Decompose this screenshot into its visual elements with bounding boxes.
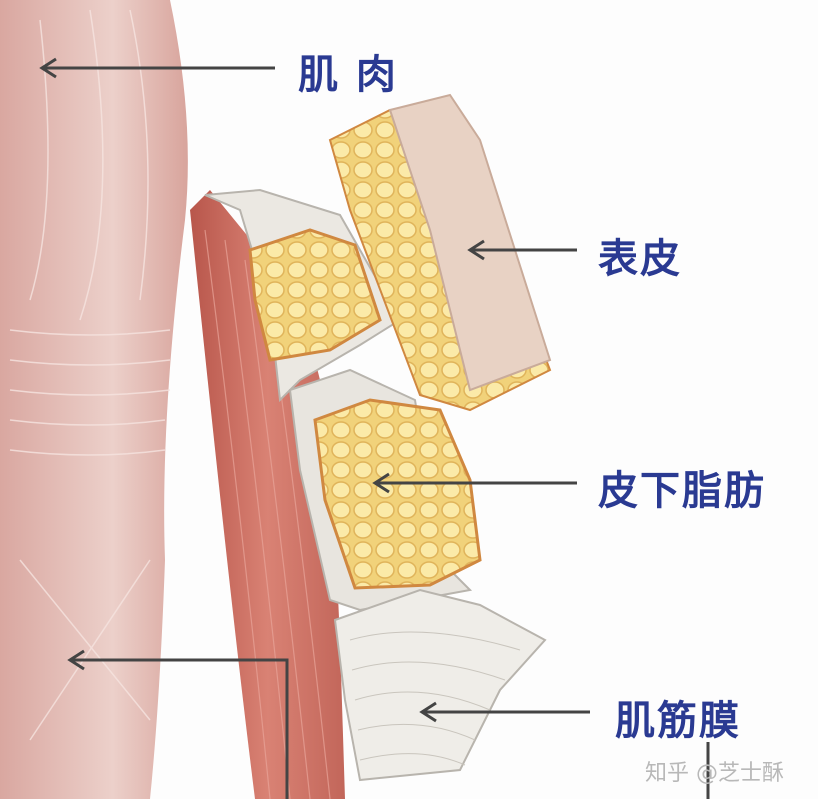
leg-muscle [0,0,188,799]
epidermis-surface [388,93,552,392]
label-fascia: 肌筋膜 [615,698,741,744]
fascia-lower [333,588,547,782]
label-epidermis: 表皮 [598,236,682,282]
label-muscle: 肌 肉 [298,52,398,98]
label-subcutaneous-fat: 皮下脂肪 [598,468,766,514]
fat-block-left [248,228,382,362]
fat-block-middle [313,398,482,590]
watermark: 知乎 @芝士酥 [645,761,784,786]
arrow-fat [372,472,577,494]
arrow-epidermis [467,239,577,261]
arrows [39,57,710,799]
arrow-leg [67,649,289,799]
arrow-muscle [39,57,275,79]
arrow-fascia [419,701,590,723]
